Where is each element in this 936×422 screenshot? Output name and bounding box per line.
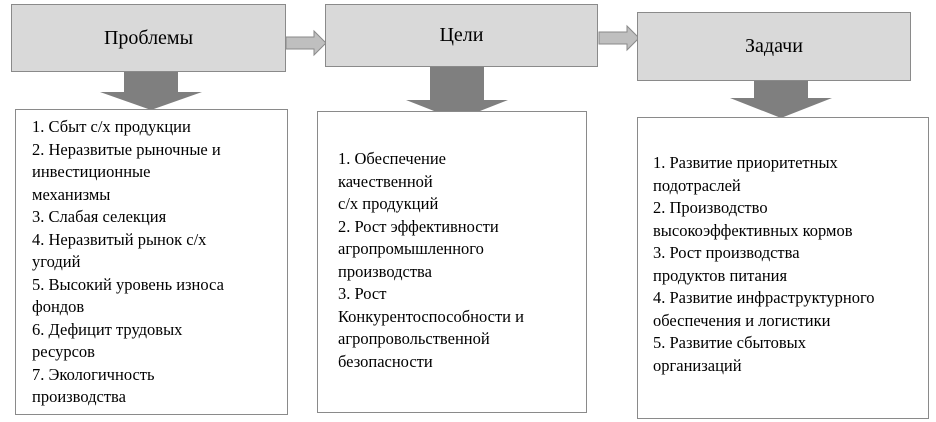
goals-list: 1. Обеспечение качественной с/х продукци… bbox=[338, 148, 580, 373]
right-arrow-icon bbox=[285, 29, 327, 57]
down-arrow-icon bbox=[406, 67, 508, 120]
list-item: 5. Высокий уровень износа фондов bbox=[32, 274, 224, 317]
list-item: 1. Развитие приоритетных подотраслей bbox=[653, 153, 838, 195]
list-item: 2. Производство высокоэффективных кормов bbox=[653, 198, 853, 240]
tasks-list: 1. Развитие приоритетных подотраслей 2. … bbox=[653, 152, 924, 377]
list-item: 6. Дефицит трудовых ресурсов bbox=[32, 319, 183, 362]
problems-title: Проблемы bbox=[103, 26, 194, 49]
goals-header: Цели bbox=[325, 4, 598, 67]
list-item: 7. Экологичность производства bbox=[32, 364, 155, 407]
tasks-header: Задачи bbox=[637, 12, 911, 81]
list-item: 5. Развитие сбытовых организаций bbox=[653, 333, 807, 375]
list-item: 3. Слабая селекция bbox=[32, 207, 167, 226]
tasks-box: 1. Развитие приоритетных подотраслей 2. … bbox=[637, 117, 929, 419]
goals-title: Цели bbox=[439, 24, 484, 46]
goals-box: 1. Обеспечение качественной с/х продукци… bbox=[317, 111, 587, 413]
list-item: 3. Рост Конкурентоспособности и агропров… bbox=[338, 284, 524, 371]
list-item: 4. Неразвитый рынок с/х угодий bbox=[32, 229, 207, 272]
list-item: 4. Развитие инфраструктурного обеспечени… bbox=[653, 288, 875, 330]
down-arrow-icon bbox=[730, 81, 832, 118]
list-item: 1. Обеспечение качественной с/х продукци… bbox=[338, 149, 446, 213]
list-item: 2. Неразвитые рыночные и инвестиционные … bbox=[32, 139, 221, 204]
problems-header: Проблемы bbox=[11, 4, 286, 72]
tasks-title: Задачи bbox=[745, 35, 803, 57]
list-item: 3. Рост производства продуктов питания bbox=[653, 243, 800, 285]
list-item: 1. Сбыт с/х продукции bbox=[32, 117, 191, 136]
problems-box: 1. Сбыт с/х продукции 2. Неразвитые рыно… bbox=[15, 109, 288, 415]
down-arrow-icon bbox=[100, 72, 202, 110]
right-arrow-icon bbox=[598, 24, 640, 52]
list-item: 2. Рост эффективности агропромышленного … bbox=[338, 216, 499, 281]
problems-list: 1. Сбыт с/х продукции 2. Неразвитые рыно… bbox=[32, 116, 279, 409]
